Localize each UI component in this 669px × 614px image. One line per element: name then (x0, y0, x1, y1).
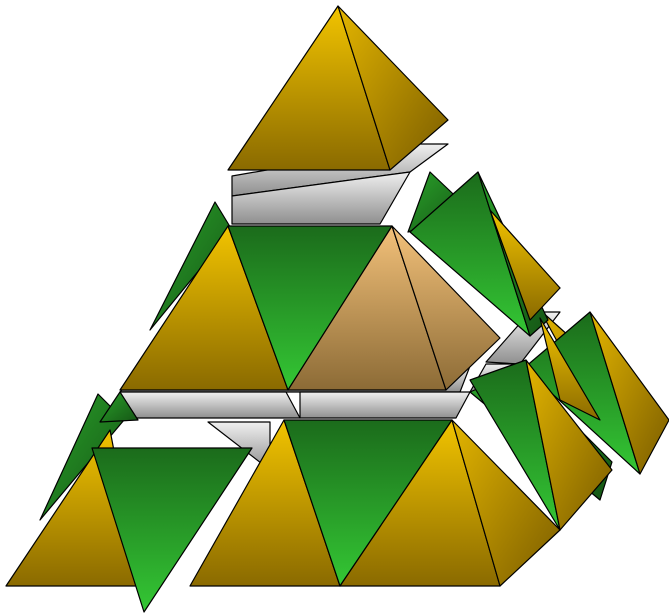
top-pyramid (228, 6, 448, 170)
gray-slab-middle-right (300, 392, 470, 418)
gray-slab-middle-left (118, 392, 300, 418)
